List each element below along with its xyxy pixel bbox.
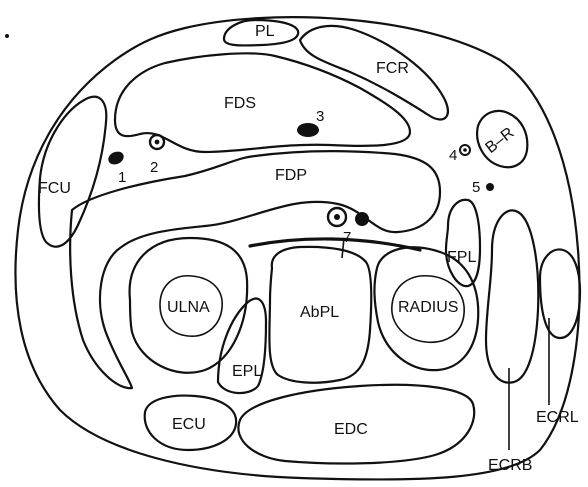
label-marker-1: 1: [118, 169, 126, 186]
marker-4-artery-center: [463, 148, 467, 152]
label-marker-3: 3: [316, 108, 324, 125]
marker-1-nerve-dot: [106, 149, 126, 167]
marker-7-artery-center: [334, 214, 340, 220]
label-marker-5: 5: [472, 179, 480, 196]
label-marker-2: 2: [150, 159, 158, 176]
label-fds: FDS: [224, 95, 256, 112]
label-epl: EPL: [232, 363, 262, 380]
corner-dot: [5, 34, 9, 38]
label-marker-4: 4: [449, 147, 457, 164]
label-marker-7: 7: [343, 229, 351, 246]
fcr-muscle: [300, 26, 448, 120]
marker-7-nerve-dot: [355, 212, 369, 226]
label-br: B–R: [482, 124, 517, 157]
label-ecrl: ECRL: [536, 409, 579, 426]
marker-2-artery-center: [155, 140, 160, 145]
label-fcr: FCR: [376, 60, 409, 77]
ecrb-muscle: [486, 210, 538, 382]
label-pl: PL: [255, 23, 275, 40]
fpl-muscle: [446, 200, 480, 286]
label-fdp: FDP: [275, 167, 307, 184]
marker-5-nerve-dot: [486, 183, 494, 191]
label-fcu: FCU: [38, 180, 71, 197]
label-ecrb: ECRB: [488, 457, 532, 474]
ecrl-muscle: [540, 250, 580, 338]
label-fpl: FPL: [447, 249, 476, 266]
label-ulna: ULNA: [167, 299, 210, 316]
skin-outline: [15, 17, 579, 479]
label-ecu: ECU: [172, 416, 206, 433]
label-edc: EDC: [334, 421, 368, 438]
label-abpl: AbPL: [300, 304, 339, 321]
fdp-muscle: [70, 151, 440, 388]
marker-3-nerve-dot: [297, 123, 319, 137]
label-radius: RADIUS: [398, 299, 458, 316]
fcu-muscle: [39, 97, 106, 247]
